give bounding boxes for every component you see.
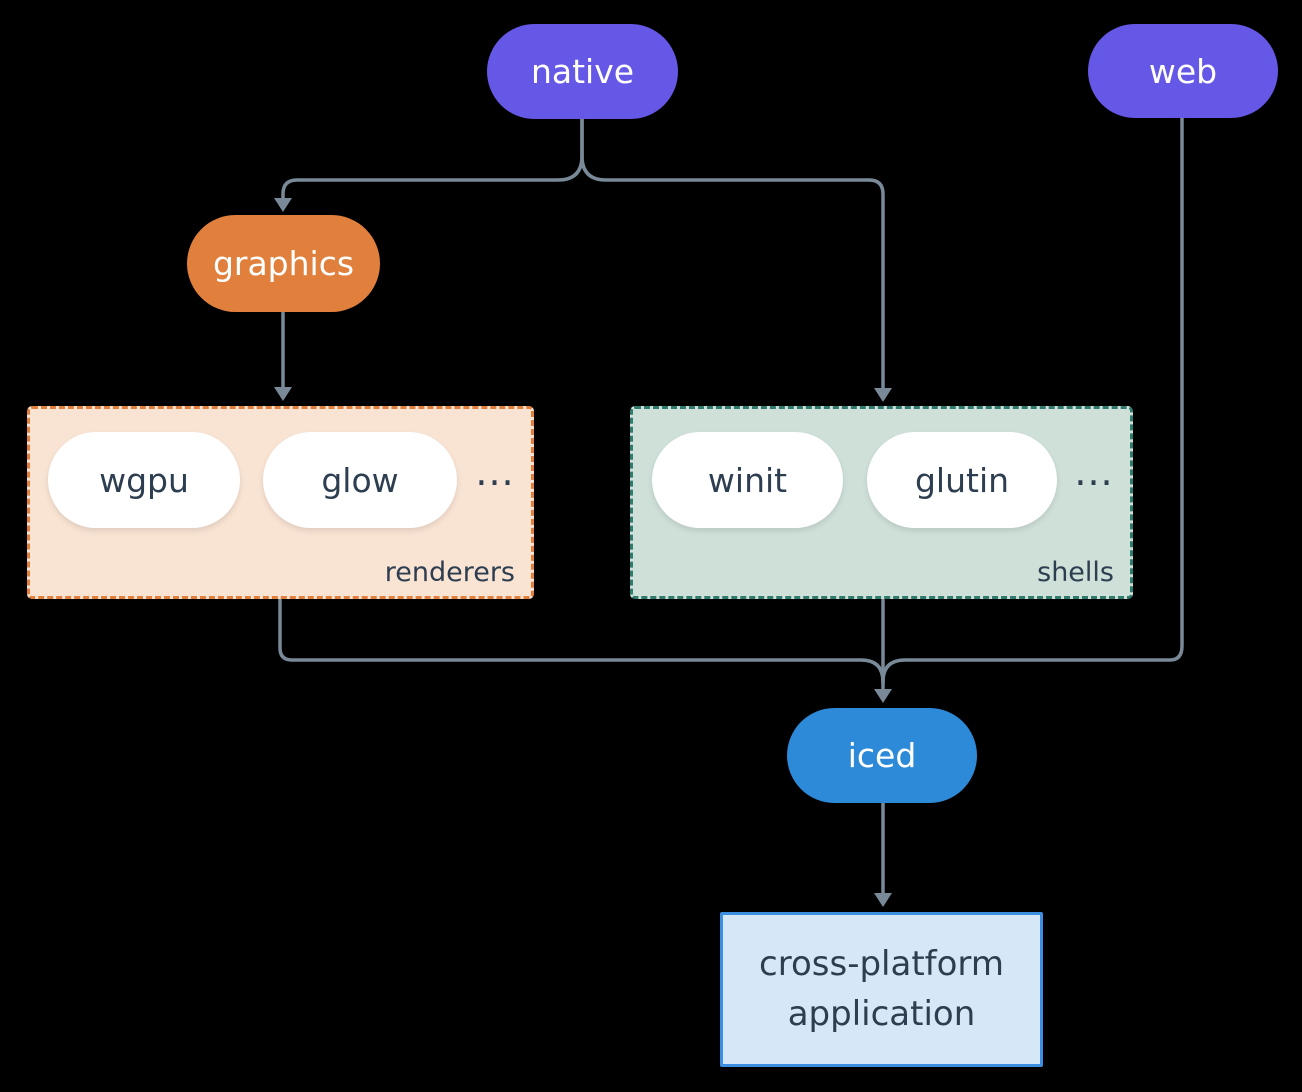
pill-wgpu-label: wgpu — [99, 460, 189, 500]
application-label-line2: application — [787, 993, 976, 1034]
arrowhead-shells — [874, 388, 892, 402]
arrowhead-graphics — [274, 198, 292, 212]
node-iced: iced — [787, 708, 977, 803]
edge-native-to-graphics — [281, 117, 584, 200]
arrowhead-application — [874, 893, 892, 907]
node-native: native — [487, 24, 678, 119]
node-graphics: graphics — [187, 215, 380, 312]
pill-glutin-label: glutin — [914, 460, 1010, 500]
node-cross-platform-application: cross-platform application — [720, 912, 1043, 1067]
node-web: web — [1088, 24, 1278, 118]
node-native-label: native — [530, 52, 635, 91]
renderers-group-label: renderers — [384, 557, 515, 588]
node-graphics-label: graphics — [212, 244, 355, 283]
node-web-label: web — [1148, 51, 1218, 91]
pill-winit-label: winit — [707, 460, 788, 500]
edge-web-to-iced — [881, 116, 1184, 684]
edge-native-to-shells — [580, 117, 885, 390]
pill-winit: winit — [652, 432, 843, 528]
shells-ellipsis: ... — [1074, 450, 1114, 494]
group-renderers: wgpu glow ... renderers — [27, 406, 534, 599]
pill-glow: glow — [263, 432, 457, 528]
arrowhead-iced — [874, 689, 892, 703]
arrowhead-renderers — [274, 387, 292, 401]
edge-renderers-to-iced — [278, 598, 885, 684]
renderers-ellipsis: ... — [475, 450, 515, 494]
application-label-line1: cross-platform — [759, 944, 1004, 985]
pill-glutin: glutin — [867, 432, 1057, 528]
pill-wgpu: wgpu — [48, 432, 240, 528]
node-iced-label: iced — [847, 736, 917, 775]
shells-group-label: shells — [1037, 557, 1114, 588]
pill-glow-label: glow — [321, 460, 399, 500]
group-shells: winit glutin ... shells — [630, 406, 1133, 599]
